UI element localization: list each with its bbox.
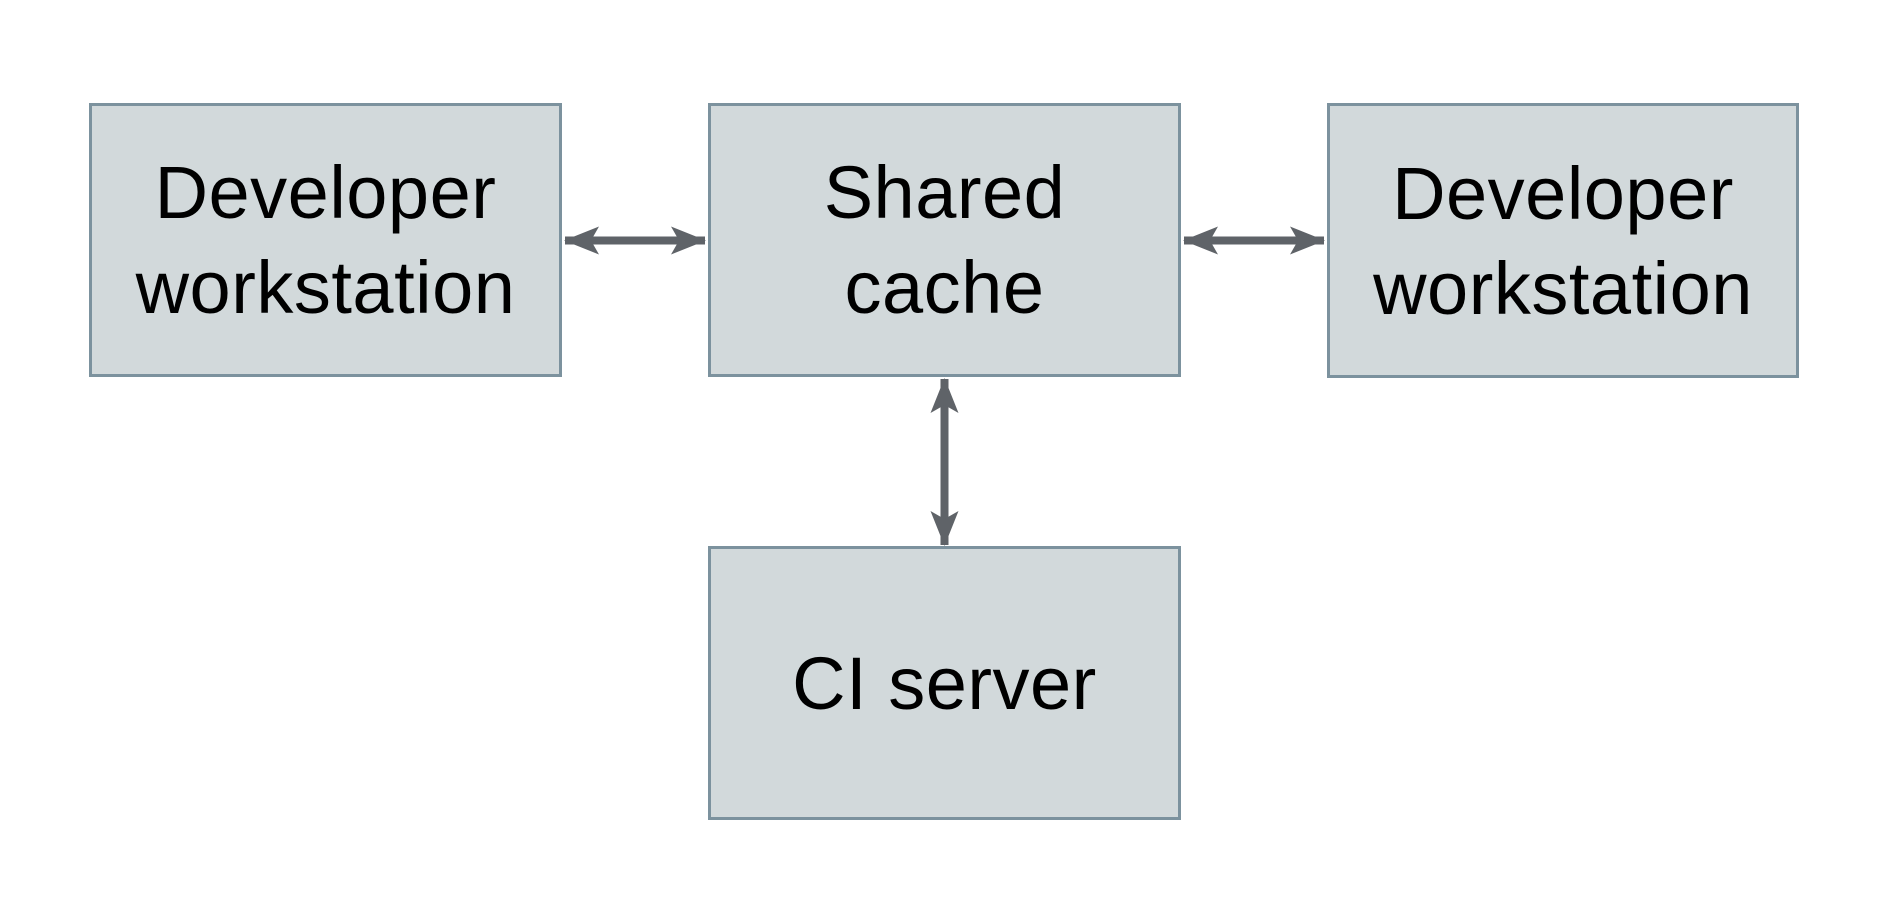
node-shared-cache: Shared cache [708,103,1181,377]
node-label-developer-workstation-left: Developer workstation [135,151,516,329]
node-developer-workstation-right: Developer workstation [1327,103,1799,378]
node-developer-workstation-left: Developer workstation [89,103,562,377]
node-label-developer-workstation-right: Developer workstation [1373,151,1753,330]
node-label-shared-cache: Shared cache [823,151,1066,329]
node-label-ci-server: CI server [792,641,1097,725]
node-ci-server: CI server [708,546,1181,820]
